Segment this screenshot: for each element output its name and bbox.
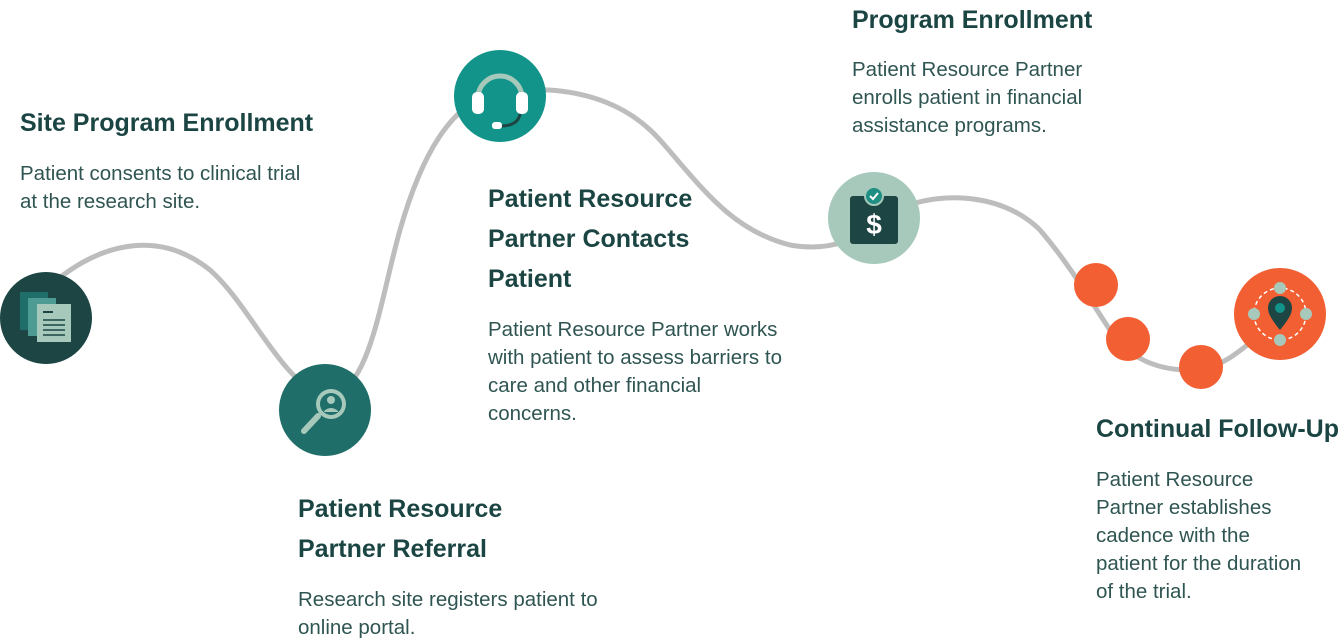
step-4-title: Program Enrollment <box>852 6 1093 34</box>
step-3-description: Patient Resource Partner works with pati… <box>488 318 782 425</box>
step-5-title: Continual Follow-Up <box>1096 415 1340 443</box>
follow-up-dot-3 <box>1179 345 1223 389</box>
documents-icon <box>20 292 71 342</box>
step-2-title: Patient Resource Partner Referral <box>298 495 503 563</box>
step-5-badge <box>1234 268 1326 360</box>
step-4-description: Patient Resource Partner enrolls patient… <box>852 58 1083 137</box>
headset-icon <box>472 73 528 129</box>
step-3-badge <box>454 50 546 142</box>
step-3-title: Patient Resource Partner Contacts Patien… <box>488 185 693 293</box>
follow-up-dot-1 <box>1074 263 1118 307</box>
follow-up-dot-2 <box>1106 317 1150 361</box>
svg-text:$: $ <box>866 209 882 240</box>
step-1-badge <box>0 272 92 364</box>
journey-path <box>42 87 1283 401</box>
step-2-description: Research site registers patient to onlin… <box>298 588 598 639</box>
step-1-description: Patient consents to clinical trial at th… <box>20 162 301 213</box>
magnifier-person-icon <box>301 389 346 434</box>
step-4-badge: $ <box>828 172 920 264</box>
dollar-clipboard-icon: $ <box>850 186 898 244</box>
step-2-badge <box>279 364 371 456</box>
step-5-description: Patient Resource Partner establishes cad… <box>1096 468 1302 603</box>
step-1-title: Site Program Enrollment <box>20 109 314 137</box>
location-pin-icon <box>1248 282 1312 346</box>
